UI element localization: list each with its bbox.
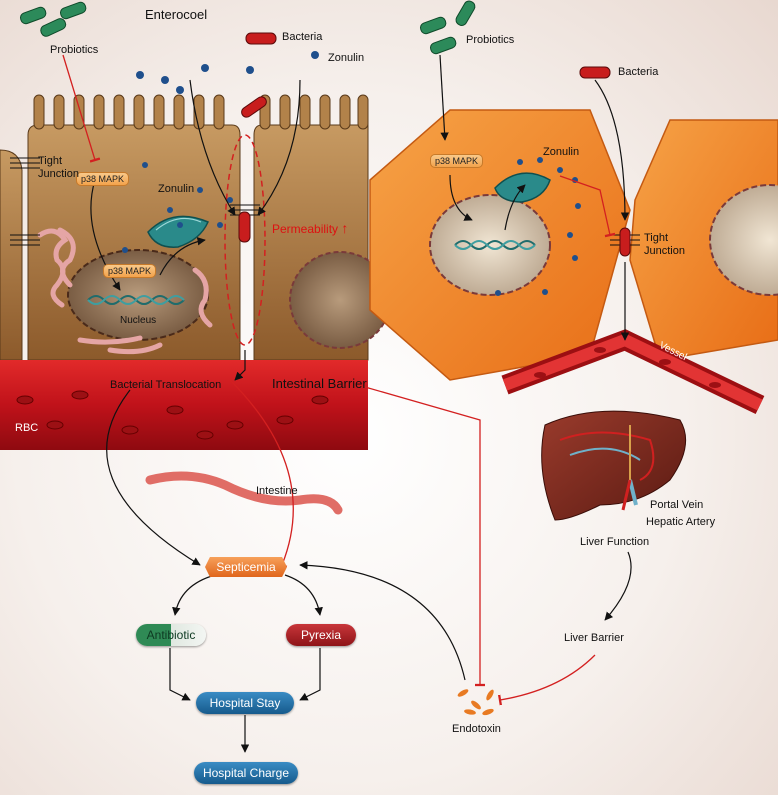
tight-junction-left-label: Tight Junction (38, 155, 79, 180)
bacteria-left-label: Bacteria (282, 31, 323, 43)
hospital-stay-node: Hospital Stay (196, 692, 294, 714)
intestine-label: Intestine (256, 485, 298, 497)
intestinal-barrier-label: Intestinal Barrier (272, 376, 367, 391)
zonulin-left-cell-label: Zonulin (158, 183, 195, 195)
probiotics-left-label: Probiotics (50, 44, 99, 56)
bacterial-translocation-label: Bacterial Translocation (110, 379, 222, 391)
tight-junction-right-label: Tight Junction (644, 232, 685, 257)
zonulin-top-left-label: Zonulin (328, 52, 365, 64)
right-hepatocyte-panel (369, 0, 778, 521)
permeability-text: Permeability (272, 222, 339, 236)
zonulin-right-label: Zonulin (543, 146, 580, 158)
portal-vein-label: Portal Vein (650, 499, 704, 511)
intestine-shape (145, 471, 343, 515)
endotoxin-shape (457, 689, 494, 716)
bacteria-right-label: Bacteria (618, 66, 659, 78)
p38-mapk-right-label: p38 MAPK (430, 154, 484, 168)
hospital-charge-node: Hospital Charge (194, 762, 298, 784)
pyrexia-node: Pyrexia (286, 624, 356, 646)
enterocoel-label: Enterocoel (145, 7, 208, 22)
liver-function-label: Liver Function (580, 536, 650, 548)
arrows (62, 54, 632, 753)
septicemia-node: Septicemia (205, 557, 287, 577)
hepatic-artery-label: Hepatic Artery (646, 516, 716, 528)
probiotics-right-label: Probiotics (466, 34, 515, 46)
antibiotic-node: Antibiotic (136, 624, 206, 646)
rbc-label: RBC (15, 422, 39, 434)
nucleus-label: Nucleus (120, 315, 157, 326)
endotoxin-label: Endotoxin (452, 723, 501, 735)
p38-mapk-left-top-label: p38 MAPK (76, 172, 130, 186)
p38-mapk-left-nucleus-label: p38 MAPK (103, 264, 157, 278)
up-arrow-icon: ↑ (341, 220, 349, 236)
permeability-label: Permeability ↑ (272, 220, 348, 237)
liver-barrier-label: Liver Barrier (564, 632, 624, 644)
